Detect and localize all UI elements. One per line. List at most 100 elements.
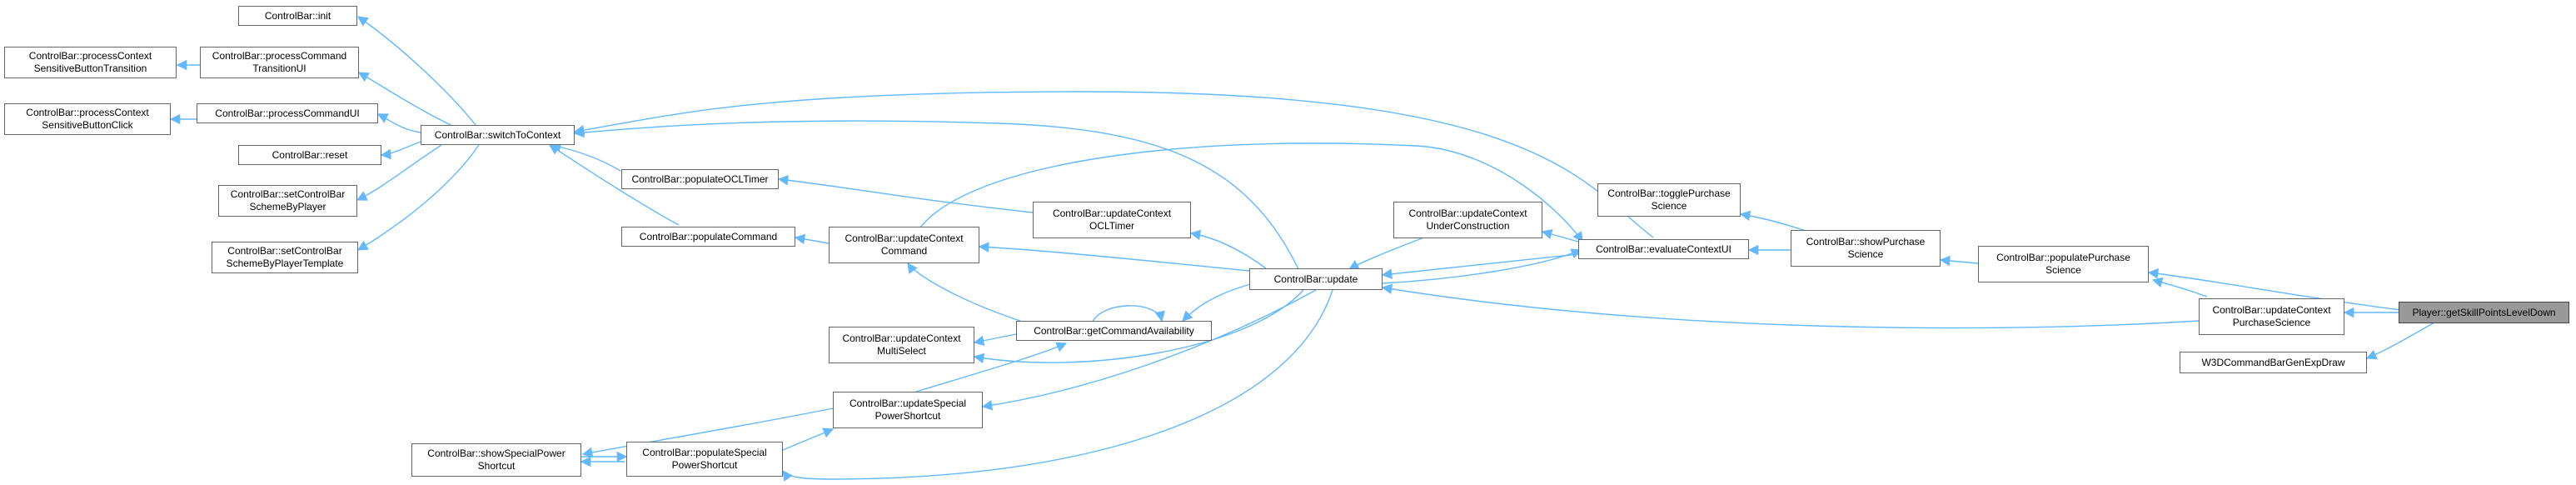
node-reset[interactable]: ControlBar::reset bbox=[238, 145, 381, 165]
node-ucuc-line-1: ControlBar::updateContext bbox=[1408, 208, 1527, 219]
node-usps-line-1: ControlBar::updateSpecial bbox=[849, 398, 967, 409]
node-sps-line-2: Science bbox=[1847, 248, 1884, 260]
node-ucc-line-1: ControlBar::updateContext bbox=[845, 232, 964, 244]
edge-gca-to-gca bbox=[1090, 305, 1165, 326]
edge-pocl-to-switchtocontext bbox=[550, 142, 621, 172]
node-pcsbt-line-2: SensitiveButtonTransition bbox=[33, 62, 147, 74]
edge-update-to-ucocl bbox=[1189, 229, 1267, 269]
node-scsbp-line-2: SchemeByPlayer bbox=[249, 201, 326, 212]
node-update[interactable]: ControlBar::update bbox=[1249, 268, 1383, 290]
edge-switchtocontext-to-scsbt bbox=[356, 144, 480, 251]
node-pcsbt-line-1: ControlBar::processContext bbox=[28, 50, 152, 62]
node-init-label: ControlBar::init bbox=[264, 9, 331, 22]
edge-pps-to-sps bbox=[1939, 255, 1979, 267]
edge-update-to-ecui bbox=[1382, 248, 1582, 284]
node-pcsbc-line-2: SensitiveButtonClick bbox=[42, 119, 133, 131]
node-pctui-line-1: ControlBar::processCommand bbox=[212, 50, 347, 62]
edge-switchtocontext-to-pcui bbox=[376, 113, 421, 133]
node-ucms-line-2: MultiSelect bbox=[877, 345, 926, 357]
edge-ucocl-to-pocl bbox=[777, 174, 1034, 213]
edge-switchtocontext-to-scsbp bbox=[356, 144, 442, 201]
node-ssps-line-2: Shortcut bbox=[477, 460, 516, 472]
node-scsbp-line-1: ControlBar::setControlBar bbox=[230, 188, 346, 200]
edge-ucc-to-pcmd bbox=[794, 233, 830, 245]
edge-gca-to-ucc bbox=[907, 262, 1021, 322]
node-ucps-line-1: ControlBar::updateContext bbox=[2212, 304, 2331, 316]
edge-update-to-ucc bbox=[978, 242, 1250, 272]
edge-switchtocontext-to-reset bbox=[380, 141, 421, 160]
edge-root-to-w3d bbox=[2365, 318, 2441, 360]
node-ucps-line-2: PurchaseScience bbox=[2232, 317, 2311, 328]
edge-ecui-to-ucuc bbox=[1541, 228, 1579, 242]
edge-update-to-usps bbox=[981, 289, 1317, 411]
edge-pcmd-to-switchtocontext bbox=[548, 144, 680, 226]
edge-ucc-to-update bbox=[915, 142, 1583, 243]
node-gca-label: ControlBar::getCommandAvailability bbox=[1034, 324, 1194, 337]
node-ucc-line-2: Command bbox=[880, 245, 928, 257]
node-ucms-line-1: ControlBar::updateContext bbox=[842, 332, 961, 344]
node-ecui-label: ControlBar::evaluateContextUI bbox=[1596, 242, 1731, 255]
edge-update-to-psps bbox=[782, 289, 1333, 482]
node-tps-line-2: Science bbox=[1651, 200, 1687, 212]
node-pcsbc-line-1: ControlBar::processContext bbox=[26, 107, 149, 118]
node-ucuc-line-2: UnderConstruction bbox=[1426, 220, 1510, 232]
edge-ucps-to-update bbox=[1381, 283, 2200, 329]
node-populate-command[interactable]: ControlBar::populateCommand bbox=[621, 227, 795, 247]
node-ucocl-line-1: ControlBar::updateContext bbox=[1052, 208, 1172, 219]
node-evaluate-context-ui[interactable]: ControlBar::evaluateContextUI bbox=[1578, 239, 1749, 259]
edge-switchtocontext-to-init bbox=[356, 16, 480, 130]
edge-update-to-switchtocontext bbox=[573, 120, 1300, 272]
edge-ucuc-to-update bbox=[1348, 237, 1425, 270]
node-sps-line-1: ControlBar::showPurchase bbox=[1806, 236, 1926, 248]
node-pctui-line-2: TransitionUI bbox=[252, 62, 306, 74]
node-ssps-line-1: ControlBar::showSpecialPower bbox=[427, 448, 566, 459]
edge-update-to-gca bbox=[1182, 282, 1254, 322]
node-init[interactable]: ControlBar::init bbox=[238, 6, 357, 26]
node-tps-line-1: ControlBar::togglePurchase bbox=[1607, 188, 1731, 199]
node-psps-line-1: ControlBar::populateSpecial bbox=[642, 447, 767, 458]
node-process-command-ui[interactable]: ControlBar::processCommandUI bbox=[197, 103, 378, 123]
node-w3d-command-bar-gen-exp-draw[interactable]: W3DCommandBarGenExpDraw bbox=[2180, 352, 2367, 373]
edge-usps-to-ssps bbox=[581, 408, 834, 458]
edge-switchtocontext-to-pctui bbox=[357, 72, 455, 128]
node-populate-ocl-timer[interactable]: ControlBar::populateOCLTimer bbox=[621, 169, 779, 189]
edge-usps-to-gca bbox=[915, 342, 1068, 392]
node-get-skill-points-level-down[interactable]: Player::getSkillPointsLevelDown bbox=[2399, 302, 2569, 323]
edge-psps-to-usps bbox=[782, 428, 835, 451]
node-update-label: ControlBar::update bbox=[1273, 272, 1358, 285]
node-scsbt-line-1: ControlBar::setControlBar bbox=[227, 245, 342, 257]
node-switch-to-context[interactable]: ControlBar::switchToContext bbox=[421, 125, 575, 145]
node-get-command-availability[interactable]: ControlBar::getCommandAvailability bbox=[1016, 321, 1212, 341]
node-pps-line-1: ControlBar::populatePurchase bbox=[1996, 252, 2130, 263]
node-reset-label: ControlBar::reset bbox=[272, 148, 348, 161]
node-root-label: Player::getSkillPointsLevelDown bbox=[2412, 306, 2556, 318]
edge-gca-to-ucms bbox=[973, 333, 1017, 346]
edge-update-to-ucms bbox=[973, 289, 1304, 364]
edge-root-to-pps bbox=[2147, 268, 2401, 311]
node-pcui-label: ControlBar::processCommandUI bbox=[215, 107, 360, 119]
node-ucocl-line-2: OCLTimer bbox=[1089, 220, 1134, 232]
node-psps-line-2: PowerShortcut bbox=[671, 459, 738, 471]
node-usps-line-2: PowerShortcut bbox=[874, 410, 941, 422]
edge-ecui-to-switchtocontext bbox=[573, 91, 1654, 238]
node-pocl-label: ControlBar::populateOCLTimer bbox=[631, 172, 769, 185]
node-stc-label: ControlBar::switchToContext bbox=[434, 128, 561, 141]
